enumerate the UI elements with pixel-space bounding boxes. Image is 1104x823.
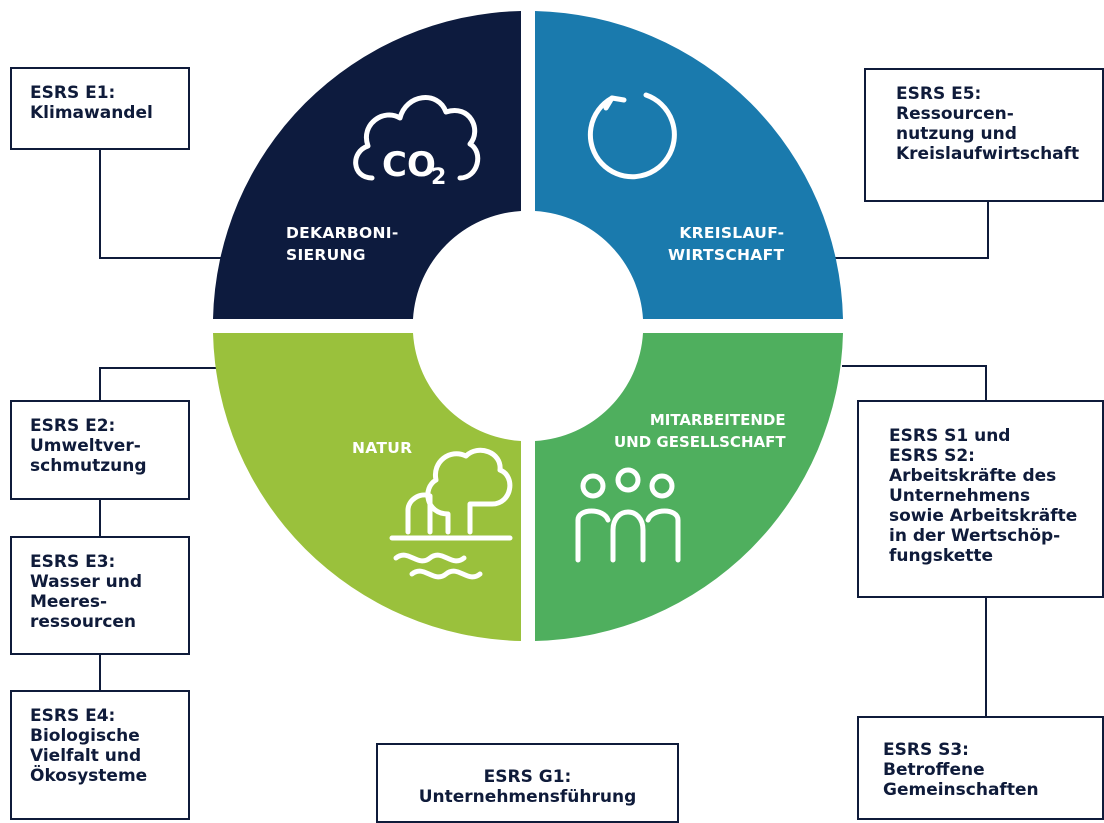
box-e3-line-0: ESRS E3: [30, 552, 116, 572]
label-kreislaufwirtschaft-line2: WIRTSCHAFT [668, 246, 785, 264]
people-icon [575, 467, 681, 563]
tree-water-icon [389, 447, 513, 580]
connector-e5 [826, 202, 989, 259]
box-s1s2-line-0: ESRS S1 und [889, 426, 1011, 446]
box-esrs-g1: ESRS G1: Unternehmensführung [376, 743, 679, 823]
label-natur-line1: NATUR [352, 439, 413, 457]
label-kreislaufwirtschaft: KREISLAUF- WIRTSCHAFT [668, 222, 784, 266]
box-esrs-e3: ESRS E3: Wasser und Meeres- ressourcen [10, 536, 190, 655]
box-s1s2-line-6: fungskette [889, 546, 994, 566]
label-dekarbonisierung-line1: DEKARBONI- [286, 224, 399, 242]
label-mitarbeitende-line2: UND GESELLSCHAFT [614, 433, 786, 451]
label-dekarbonisierung: DEKARBONI- SIERUNG [286, 222, 399, 266]
svg-text:2: 2 [431, 165, 446, 190]
box-e2-line-2: schmutzung [30, 456, 147, 476]
label-mitarbeitende: MITARBEITENDE UND GESELLSCHAFT [614, 409, 786, 453]
segment-mitarbeitende [535, 333, 843, 641]
box-s1s2-line-5: in der Wertschöp- [889, 526, 1061, 546]
box-e2-line-0: ESRS E2: [30, 416, 116, 436]
box-e5-line-3: Kreislaufwirtschaft [896, 144, 1080, 164]
box-g1-line-1: Unternehmensführung [418, 787, 637, 807]
box-e4-line-3: Ökosysteme [30, 766, 148, 786]
box-e3-line-3: ressourcen [30, 612, 137, 632]
connector-e2 [99, 367, 218, 400]
connector-lines [99, 150, 989, 716]
box-e4-line-2: Vielfalt und [30, 746, 142, 766]
box-e4-line-1: Biologische [30, 726, 140, 746]
box-e5-line-2: nutzung und [896, 124, 1017, 144]
box-e4-line-0: ESRS E4: [30, 706, 116, 726]
box-g1-line-0: ESRS G1: [483, 767, 572, 787]
box-s1s2-line-2: Arbeitskräfte des [889, 466, 1057, 486]
cloud-co2-icon: CO 2 [353, 95, 481, 190]
box-s3-line-1: Betroffene [883, 760, 985, 780]
box-esrs-s3: ESRS S3: Betroffene Gemeinschaften [857, 716, 1104, 820]
box-e1-line-1: Klimawandel [30, 103, 153, 123]
box-e2-line-1: Umweltver- [30, 436, 141, 456]
box-s3-line-0: ESRS S3: [883, 740, 969, 760]
box-s3-line-2: Gemeinschaften [883, 780, 1039, 800]
box-esrs-e2: ESRS E2: Umweltver- schmutzung [10, 400, 190, 500]
box-esrs-e4: ESRS E4: Biologische Vielfalt und Ökosys… [10, 690, 190, 820]
connector-e1 [99, 150, 224, 259]
box-esrs-e1: ESRS E1: Klimawandel [10, 67, 190, 150]
label-natur: NATUR [352, 437, 412, 459]
label-kreislaufwirtschaft-line1: KREISLAUF- [679, 224, 785, 242]
svg-text:CO: CO [382, 145, 436, 185]
box-esrs-e5: ESRS E5: Ressourcen- nutzung und Kreisla… [864, 68, 1104, 202]
box-e5-line-0: ESRS E5: [896, 84, 982, 104]
box-e5-line-1: Ressourcen- [896, 104, 1014, 124]
segment-natur [213, 333, 521, 641]
box-s1s2-line-3: Unternehmens [889, 486, 1031, 506]
box-e3-line-1: Wasser und [30, 572, 143, 592]
box-s1s2-line-4: sowie Arbeitskräfte [889, 506, 1078, 526]
segment-dekarbonisierung [213, 11, 521, 319]
box-e1-line-0: ESRS E1: [30, 83, 116, 103]
label-dekarbonisierung-line2: SIERUNG [286, 246, 366, 264]
label-mitarbeitende-line1: MITARBEITENDE [649, 411, 786, 429]
connector-s1s2 [842, 365, 987, 400]
box-s1s2-line-1: ESRS S2: [889, 446, 975, 466]
box-esrs-s1-s2: ESRS S1 und ESRS S2: Arbeitskräfte des U… [857, 400, 1104, 598]
box-e3-line-2: Meeres- [30, 592, 108, 612]
circular-arrow-icon [587, 92, 677, 180]
segment-kreislaufwirtschaft [535, 11, 843, 319]
